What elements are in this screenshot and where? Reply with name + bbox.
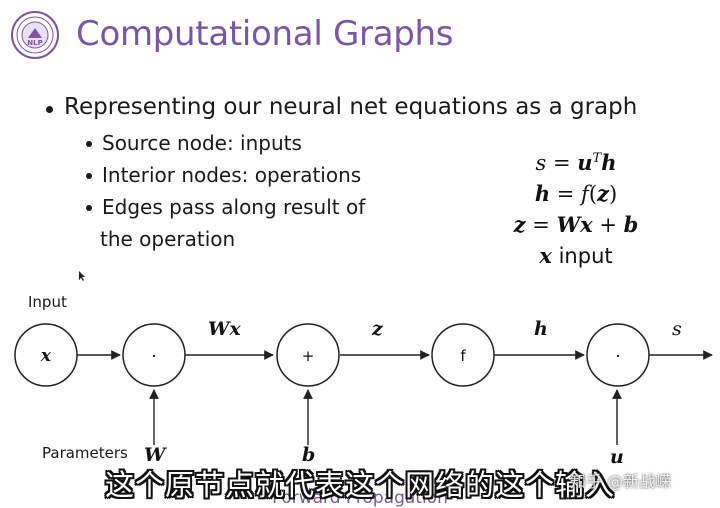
input-label: Input [28,293,67,311]
node-mul-1 [122,323,186,387]
sub-bullet-edges: Edges pass along result of [102,195,366,219]
footer-title: Forward Propagation [272,488,448,508]
university-seal-logo: NLP [11,11,59,59]
computational-graph: x · + f · [14,323,713,445]
bullet-dot [46,106,53,113]
sub-bullet-source: Source node: inputs [102,131,302,155]
equation-z: z = Wx + b [513,212,639,237]
equation-x-suffix: input [558,244,613,268]
main-bullet: Representing our neural net equations as… [64,94,638,120]
video-subtitle: 这个原节点就代表这个网络的这个输入 [104,468,615,502]
param-label-b: b [302,444,316,466]
mouse-cursor-icon [79,271,85,281]
node-x [14,323,78,387]
bullet-dot [86,173,92,179]
param-label-u: u [610,446,624,468]
equation-x: x input [539,243,613,268]
equation-s: s = uTh [535,150,617,175]
node-f-label: f [460,347,466,365]
edge-label-s: s [672,318,682,340]
param-label-W: W [144,444,166,466]
node-f [431,323,495,387]
node-mul-1-label: · [151,346,157,367]
sub-bullet-edges-cont: the operation [100,227,236,251]
node-add-label: + [302,347,315,365]
edge-label-z: z [372,318,383,340]
logo-text: NLP [27,39,42,47]
watermark: 知乎 @新战嵘 [570,472,672,491]
sub-bullet-interior: Interior nodes: operations [102,163,362,187]
node-mul-2 [586,323,650,387]
equation-h: h = f(z) [534,181,618,206]
bullet-dot [86,141,92,147]
node-add [276,323,340,387]
parameters-label: Parameters [42,444,128,462]
bullet-dot [86,205,92,211]
edge-label-wx: Wx [208,318,241,340]
slide-title: Computational Graphs [76,14,454,54]
node-mul-2-label: · [615,346,621,367]
node-x-label: x [40,346,52,366]
edge-label-h: h [534,318,548,340]
